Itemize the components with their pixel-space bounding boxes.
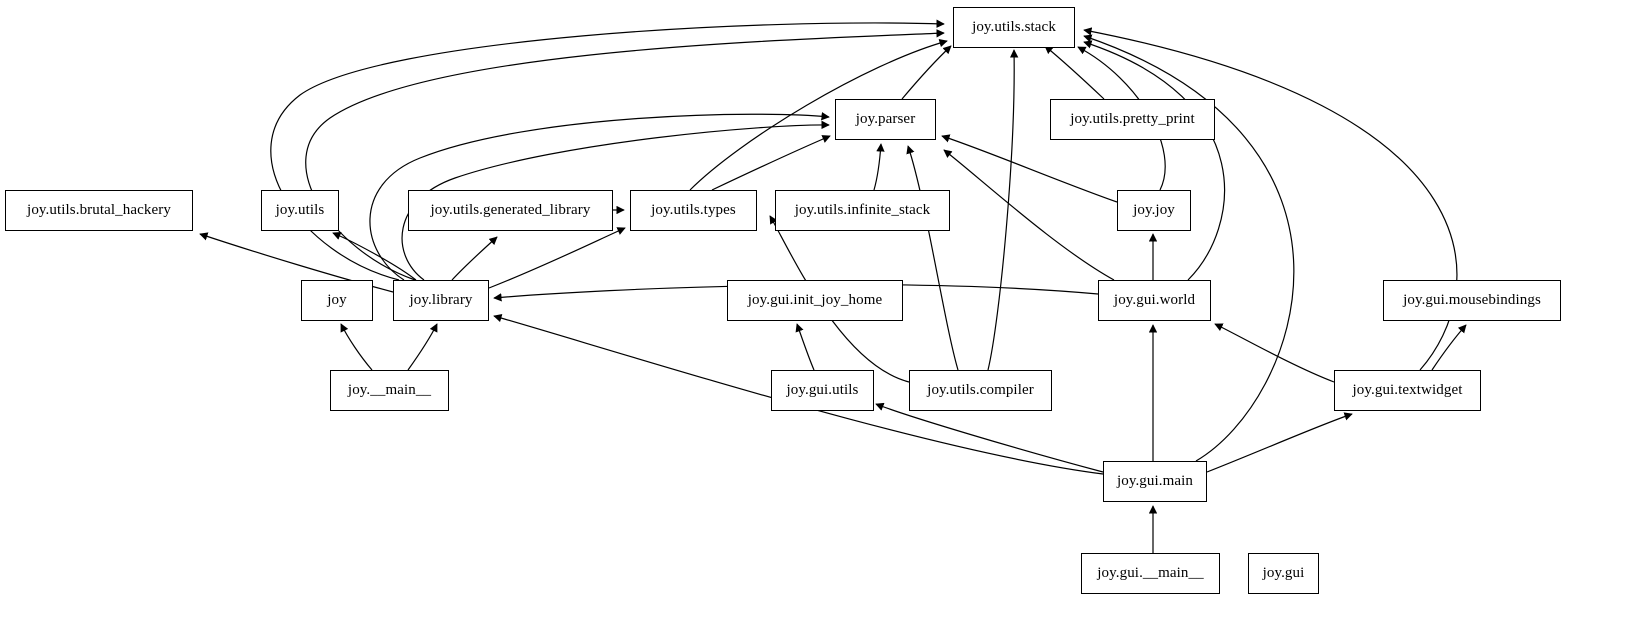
node-joy-gui-world[interactable]: joy.gui.world bbox=[1098, 280, 1211, 321]
node-label: joy.__main__ bbox=[347, 382, 432, 398]
node-joy-gui-mousebindings[interactable]: joy.gui.mousebindings bbox=[1383, 280, 1561, 321]
node-joy[interactable]: joy bbox=[301, 280, 373, 321]
node-joy-utils-compiler[interactable]: joy.utils.compiler bbox=[909, 370, 1052, 411]
node-joy-gui-utils[interactable]: joy.gui.utils bbox=[771, 370, 874, 411]
node-joy-gui-textwidget[interactable]: joy.gui.textwidget bbox=[1334, 370, 1481, 411]
node-joy-joy[interactable]: joy.joy bbox=[1117, 190, 1191, 231]
node-label: joy.library bbox=[409, 292, 473, 308]
node-label: joy.utils.compiler bbox=[927, 382, 1034, 398]
node-joy-gui-init-joy-home[interactable]: joy.gui.init_joy_home bbox=[727, 280, 903, 321]
node-label: joy.utils.generated_library bbox=[430, 202, 591, 218]
node-label: joy.gui.init_joy_home bbox=[747, 292, 883, 308]
node-joy-utils-generated-library[interactable]: joy.utils.generated_library bbox=[408, 190, 613, 231]
node-joy-utils-pretty-print[interactable]: joy.utils.pretty_print bbox=[1050, 99, 1215, 140]
node-joy-main-module[interactable]: joy.__main__ bbox=[330, 370, 449, 411]
node-joy-utils-types[interactable]: joy.utils.types bbox=[630, 190, 757, 231]
node-joy-gui-main-module[interactable]: joy.gui.__main__ bbox=[1081, 553, 1220, 594]
node-label: joy.utils.brutal_hackery bbox=[27, 202, 171, 218]
node-joy-library[interactable]: joy.library bbox=[393, 280, 489, 321]
node-label: joy.gui.__main__ bbox=[1097, 565, 1204, 581]
node-joy-gui-main[interactable]: joy.gui.main bbox=[1103, 461, 1207, 502]
node-joy-utils-infinite-stack[interactable]: joy.utils.infinite_stack bbox=[775, 190, 950, 231]
node-label: joy.gui.mousebindings bbox=[1403, 292, 1541, 308]
node-label: joy.gui.utils bbox=[786, 382, 859, 398]
node-label: joy.gui.world bbox=[1113, 292, 1196, 308]
node-label: joy.parser bbox=[855, 111, 916, 127]
node-joy-utils-brutal-hackery[interactable]: joy.utils.brutal_hackery bbox=[5, 190, 193, 231]
node-label: joy.gui.textwidget bbox=[1352, 382, 1463, 398]
node-label: joy.utils.types bbox=[651, 202, 736, 218]
node-label: joy.utils.stack bbox=[972, 19, 1056, 35]
node-label: joy.gui bbox=[1262, 565, 1305, 581]
node-joy-parser[interactable]: joy.parser bbox=[835, 99, 936, 140]
node-joy-utils-stack[interactable]: joy.utils.stack bbox=[953, 7, 1075, 48]
node-label: joy.utils.pretty_print bbox=[1070, 111, 1195, 127]
node-label: joy.joy bbox=[1133, 202, 1175, 218]
node-label: joy.gui.main bbox=[1116, 473, 1194, 489]
node-label: joy bbox=[327, 292, 347, 308]
node-joy-utils[interactable]: joy.utils bbox=[261, 190, 339, 231]
node-joy-gui[interactable]: joy.gui bbox=[1248, 553, 1319, 594]
node-label: joy.utils.infinite_stack bbox=[794, 202, 931, 218]
node-label: joy.utils bbox=[275, 202, 325, 218]
